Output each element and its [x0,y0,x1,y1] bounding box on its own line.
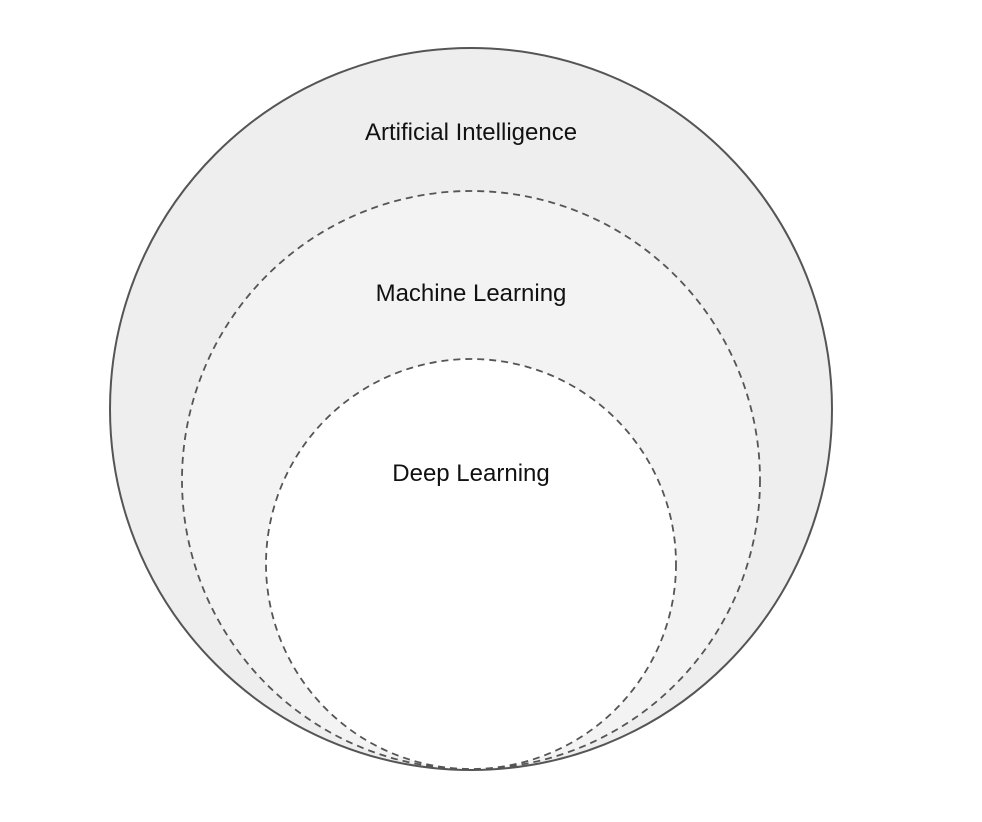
dl-label: Deep Learning [392,460,549,487]
dl-circle [265,358,677,770]
ai-label: Artificial Intelligence [365,119,577,146]
ml-label: Machine Learning [376,280,567,307]
